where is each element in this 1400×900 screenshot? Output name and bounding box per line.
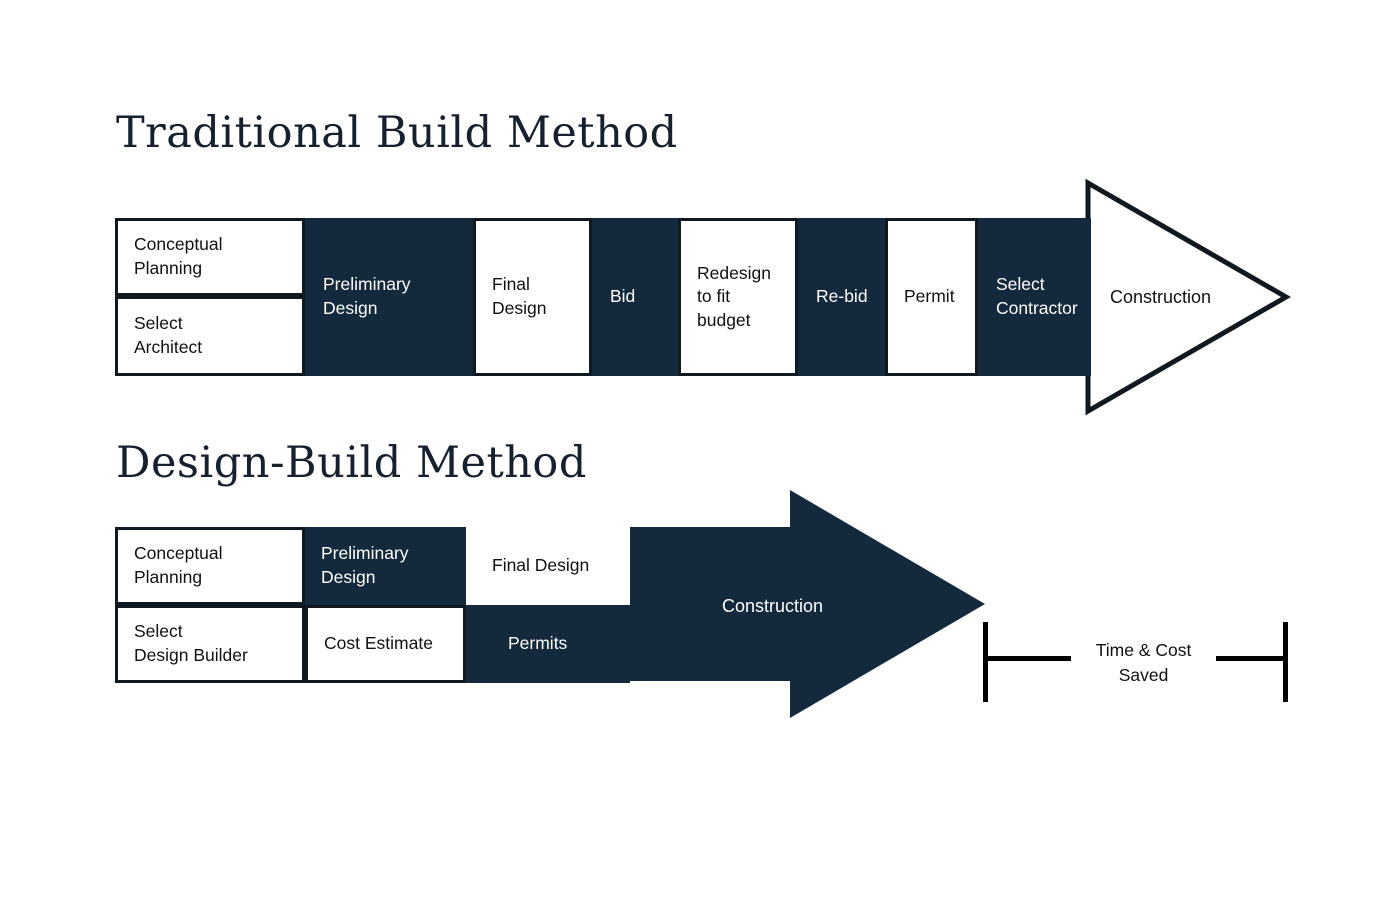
phase-label: Final Design [492,555,590,576]
phase-label: Re-bid [816,286,868,307]
phase-label: Select Contractor [996,274,1078,318]
phase-label: Cost Estimate [324,633,433,654]
phase-preliminary-design-design-build[interactable]: Preliminary Design [305,527,466,605]
design-build-construction-label: Construction [722,596,824,616]
phase-bid-traditional[interactable]: Bid [594,218,678,376]
savings-bracket-right-tick [1283,622,1288,702]
phase-label: Redesign to fit budget [697,262,771,330]
phase-select-design-builder-design-build[interactable]: Select Design Builder [115,605,305,683]
phase-select-contractor-traditional[interactable]: Select Contractor [980,218,1091,376]
phase-label: Conceptual Planning [134,234,223,278]
phase-permit-traditional[interactable]: Permit [885,218,978,376]
phase-redesign-to-fit-budget-traditional[interactable]: Redesign to fit budget [678,218,798,376]
phase-label: Permit [904,286,955,307]
savings-bracket-line-right [1216,656,1285,661]
phase-label: Select Design Builder [134,621,248,665]
phase-final-design-design-build[interactable]: Final Design [466,527,630,605]
phase-label: Select Architect [134,313,203,357]
savings-bracket-left-tick [983,622,988,702]
traditional-method-title: Traditional Build Method [116,108,678,158]
phase-select-architect-traditional[interactable]: Select Architect [115,296,305,376]
phase-final-design-traditional[interactable]: Final Design [473,218,592,376]
phase-preliminary-design-traditional[interactable]: Preliminary Design [307,218,471,376]
phase-label: Preliminary Design [323,274,411,318]
savings-label: Time & Cost Saved [1095,640,1192,685]
phase-conceptual-planning-design-build[interactable]: Conceptual Planning [115,527,305,605]
design-build-method-title: Design-Build Method [116,438,587,488]
phase-label: Final Design [492,274,547,318]
phase-label: Preliminary Design [321,543,409,587]
phase-permits-design-build[interactable]: Permits [466,605,630,683]
phase-re-bid-traditional[interactable]: Re-bid [800,218,885,376]
phase-cost-estimate-design-build[interactable]: Cost Estimate [305,605,466,683]
phase-label: Conceptual Planning [134,543,223,587]
phase-label: Permits [508,633,568,654]
phase-label: Bid [610,286,636,307]
phase-conceptual-planning-traditional[interactable]: Conceptual Planning [115,218,305,296]
traditional-construction-label: Construction [1110,287,1212,307]
savings-bracket-line-left [985,656,1071,661]
